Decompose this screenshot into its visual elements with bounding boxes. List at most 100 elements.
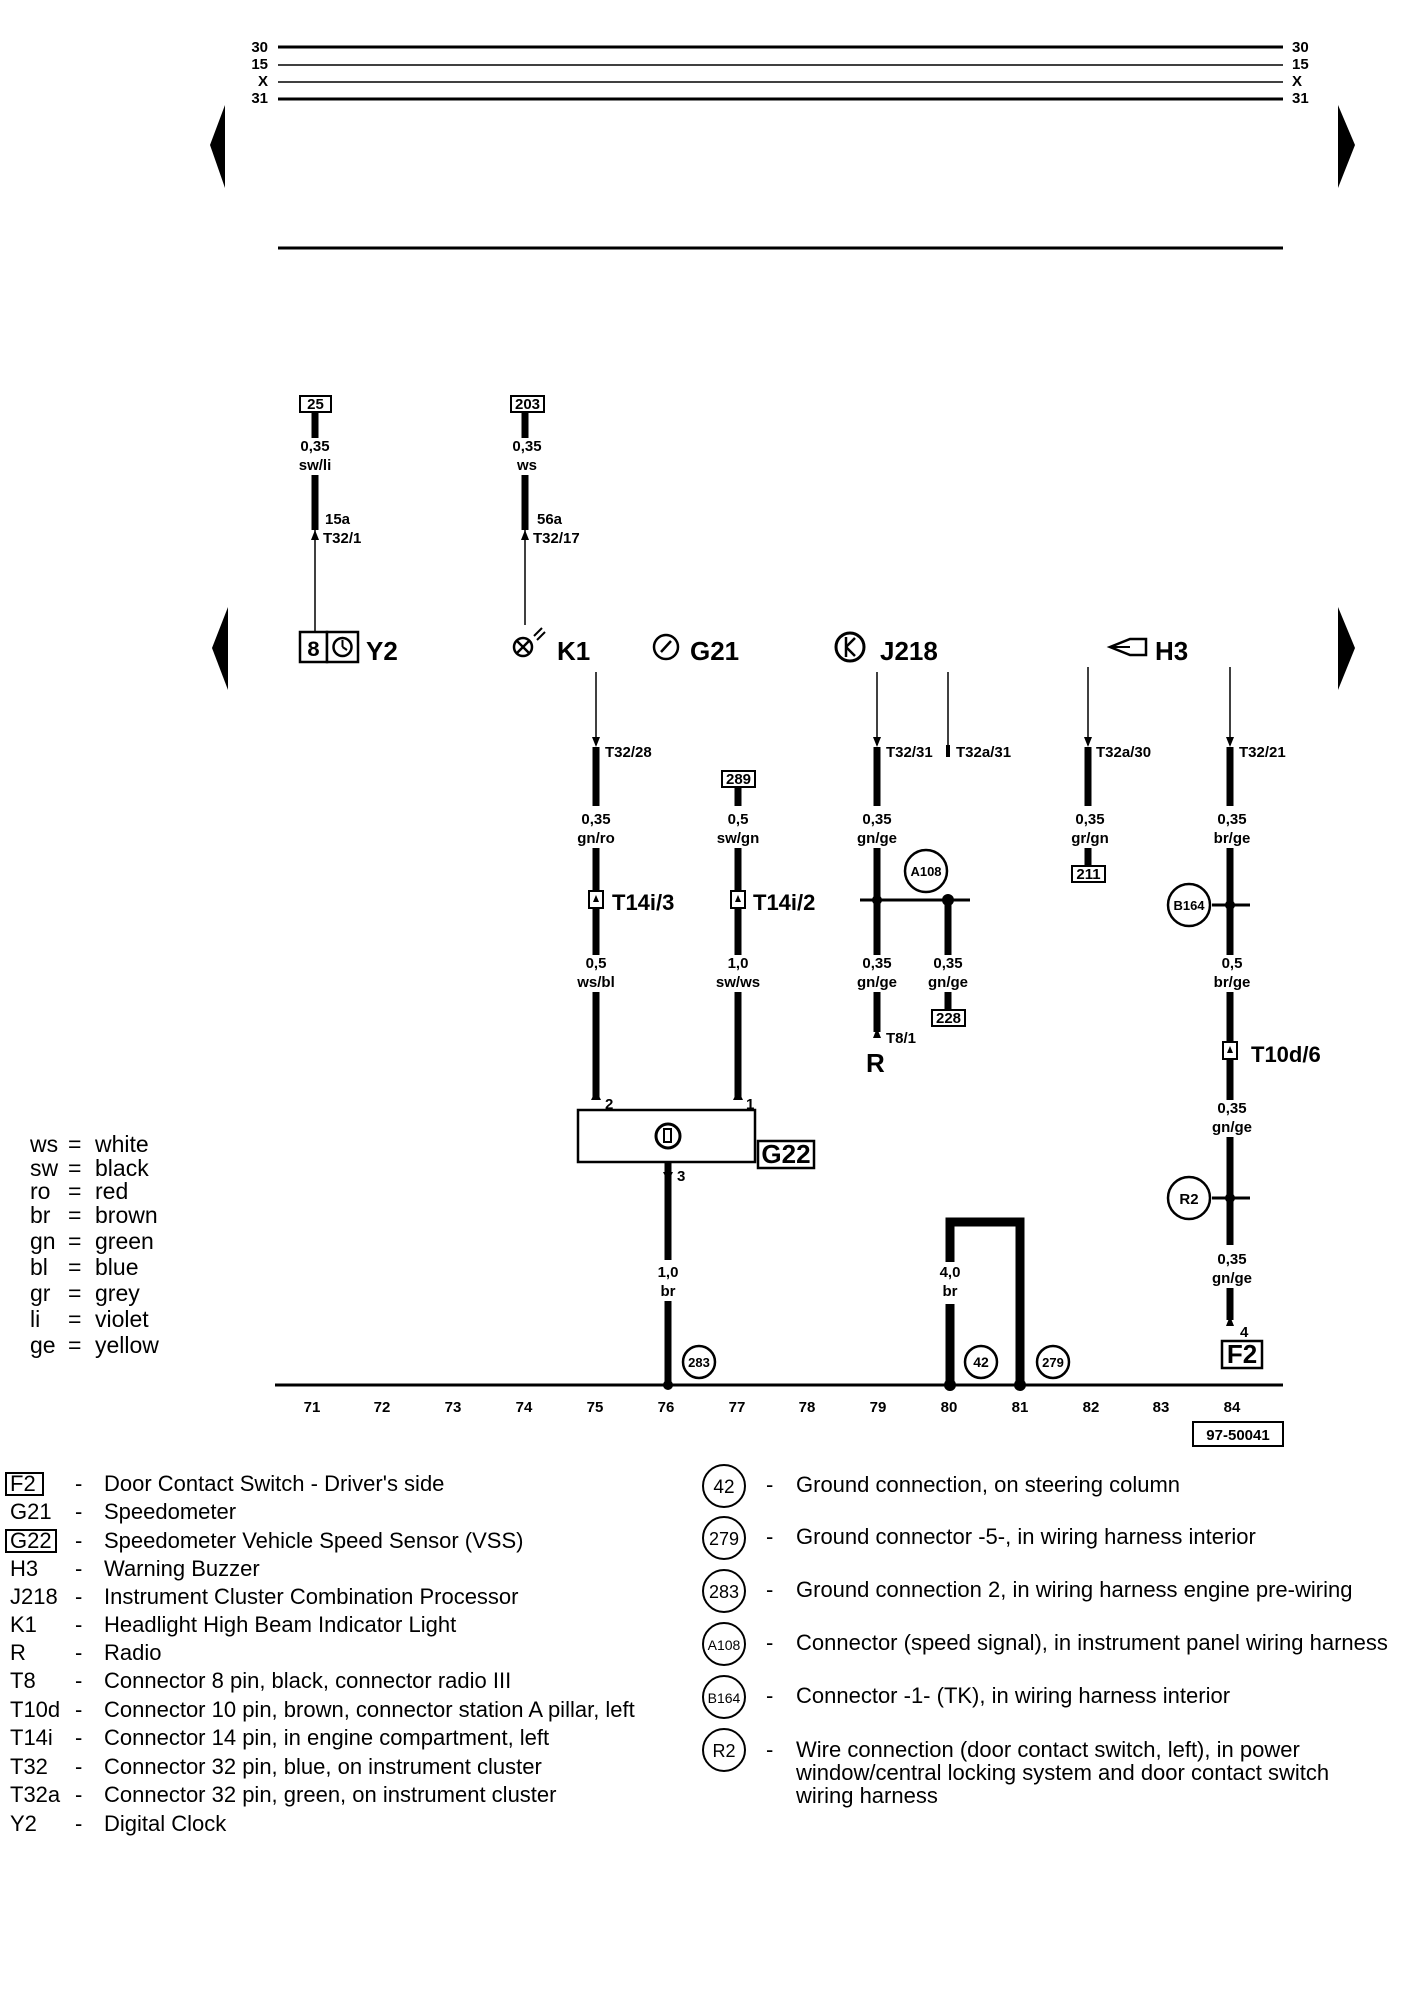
legend-desc: Connector (speed signal), in instrument …: [796, 1630, 1388, 1655]
wire-h3: T32a/30 0,35 gr/gn 211: [1071, 667, 1151, 883]
ruler-tick: 81: [1012, 1399, 1029, 1416]
color-key-name: violet: [95, 1306, 149, 1332]
junction-label-a108: A108: [910, 864, 941, 879]
legend-code: R: [10, 1640, 26, 1665]
legend-desc: Connector 8 pin, black, connector radio …: [104, 1668, 511, 1693]
wire-size: 0,35: [933, 955, 962, 972]
legend-circle: [702, 1464, 746, 1508]
legend-code: T32a: [10, 1782, 61, 1807]
pin-label: T32/31: [886, 744, 933, 761]
legend-desc: Radio: [104, 1640, 161, 1665]
bus-labels-left: 30 15 X 31: [251, 39, 268, 107]
next-page-arrow-mid[interactable]: [1338, 607, 1355, 690]
svg-text:-: -: [766, 1524, 773, 1549]
color-key-abbr: ws: [29, 1131, 58, 1157]
svg-text:=: =: [68, 1228, 81, 1254]
wire-color: br/ge: [1214, 830, 1251, 847]
svg-text:=: =: [68, 1332, 81, 1358]
legend-code: T14i: [10, 1725, 53, 1750]
svg-text:-: -: [766, 1737, 773, 1762]
legend-desc: Connector 10 pin, brown, connector stati…: [104, 1697, 635, 1722]
connector-label: T14i/2: [753, 890, 815, 915]
next-page-arrow-top[interactable]: [1338, 105, 1355, 188]
svg-text:-: -: [75, 1640, 82, 1665]
speedometer-g21: G21: [652, 633, 739, 666]
pin-label: T32a/30: [1096, 744, 1151, 761]
f2-label-box: [1220, 1339, 1264, 1370]
svg-text:-: -: [75, 1499, 82, 1524]
ruler-tick: 76: [658, 1399, 675, 1416]
svg-text:=: =: [68, 1131, 81, 1157]
bus-label-15-right: 15: [1292, 56, 1309, 73]
color-key: ws = white sw = black ro = red br = brow…: [29, 1131, 159, 1358]
svg-text:-: -: [75, 1556, 82, 1581]
ruler-tick: 82: [1083, 1399, 1100, 1416]
svg-text:-: -: [75, 1725, 82, 1750]
wire-289-to-g22: 289 0,5 sw/gn T14i/2 1,0 sw/ws 1: [716, 770, 815, 1113]
legend-desc: Instrument Cluster Combination Processor: [104, 1584, 519, 1609]
legend-desc: Digital Clock: [104, 1811, 227, 1836]
pin-label: 1: [746, 1096, 754, 1113]
svg-text:=: =: [68, 1155, 81, 1181]
svg-text:-: -: [75, 1697, 82, 1722]
pin-label: T8/1: [886, 1030, 916, 1047]
legend-code: F2: [10, 1471, 36, 1496]
wire-size: 0,35: [581, 811, 610, 828]
ref-label-25: 25: [307, 396, 324, 413]
legend-desc: wiring harness: [795, 1783, 938, 1808]
legend-circle: [702, 1728, 746, 1772]
svg-text:-: -: [766, 1683, 773, 1708]
g22-box: [576, 1108, 757, 1164]
ref-box-211: [1071, 865, 1106, 883]
legend-code-box: [5, 1472, 44, 1496]
color-key-name: blue: [95, 1254, 138, 1280]
ground-point-42: [963, 1344, 999, 1380]
wire-size: 0,35: [1217, 1251, 1246, 1268]
wire-size: 0,35: [862, 955, 891, 972]
prev-page-arrow-mid[interactable]: [212, 607, 228, 690]
legend-desc: Connector -1- (TK), in wiring harness in…: [796, 1683, 1230, 1708]
wire-size: 0,35: [1217, 811, 1246, 828]
wire-y2: 25 0,35 sw/li 15a T32/1 8 Y2: [299, 395, 398, 666]
color-key-abbr: ro: [30, 1178, 50, 1204]
legend-code: G21: [10, 1499, 52, 1524]
svg-text:=: =: [68, 1254, 81, 1280]
color-key-abbr: gr: [30, 1280, 51, 1306]
legend-desc: Wire connection (door contact switch, le…: [796, 1737, 1300, 1762]
pin-label: 3: [677, 1168, 685, 1185]
color-key-name: black: [95, 1155, 149, 1181]
wire-size: 0,35: [862, 811, 891, 828]
legend-desc: Connector 32 pin, green, on instrument c…: [104, 1782, 556, 1807]
legend-desc: Ground connection, on steering column: [796, 1472, 1180, 1497]
color-key-name: green: [95, 1228, 154, 1254]
ruler-tick: 84: [1224, 1399, 1241, 1416]
svg-text:=: =: [68, 1306, 81, 1332]
ruler-tick: 83: [1153, 1399, 1170, 1416]
color-key-abbr: bl: [30, 1254, 48, 1280]
legend-code: G22: [10, 1528, 52, 1553]
junction-r2: [1166, 1175, 1212, 1221]
junction-label-b164: B164: [1173, 898, 1205, 913]
bus-label-30-right: 30: [1292, 39, 1309, 56]
svg-text:=: =: [68, 1178, 81, 1204]
wire-size: 0,5: [728, 811, 749, 828]
color-key-abbr: li: [30, 1306, 40, 1332]
pin-label: 15a: [325, 511, 351, 528]
legend-code: H3: [10, 1556, 38, 1581]
prev-page-arrow-top[interactable]: [210, 105, 225, 188]
ground-label-42: 42: [973, 1354, 989, 1370]
wire-color: br/ge: [1214, 974, 1251, 991]
wire-k1: 203 0,35 ws 56a T32/17 K1: [510, 395, 590, 666]
color-key-abbr: ge: [30, 1332, 56, 1358]
bus-label-31: 31: [251, 90, 268, 107]
component-label-r: R: [866, 1048, 885, 1078]
color-key-name: white: [94, 1131, 149, 1157]
legend-desc: Ground connection 2, in wiring harness e…: [796, 1577, 1352, 1602]
junction-a108: [903, 848, 949, 894]
junction-b164: [1166, 882, 1212, 928]
ground-point-283: [681, 1344, 717, 1380]
legend-circle: [702, 1569, 746, 1613]
wire-f2: T32/21 0,35 br/ge B164 0,5 br/ge T10d/6 …: [1166, 667, 1321, 1370]
vss-sensor-g22: G22: [576, 1108, 816, 1170]
component-label-g22: G22: [761, 1139, 810, 1169]
